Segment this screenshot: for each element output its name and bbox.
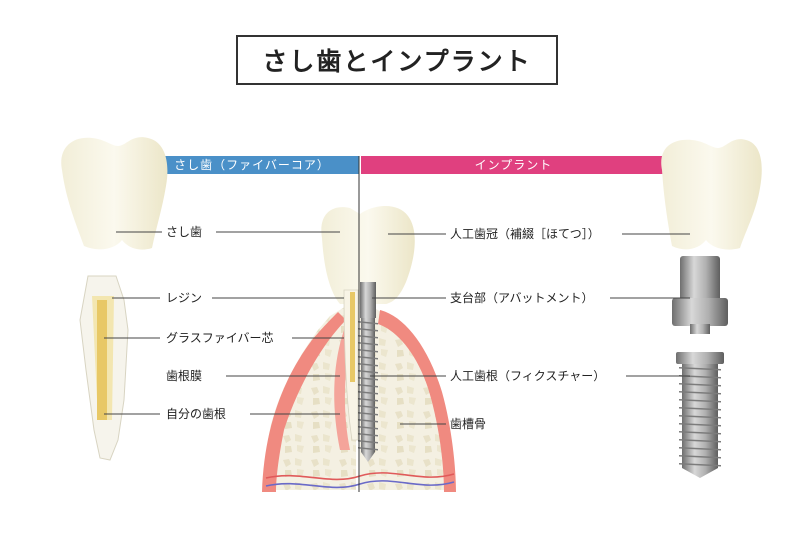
- right-fixture-head: [676, 352, 724, 364]
- section-label-left: さし歯（ファイバーコア）: [174, 158, 330, 172]
- label-periodontal-ligament: 歯根膜: [166, 369, 203, 383]
- bone-area: [266, 300, 356, 490]
- left-section-band: [145, 156, 359, 174]
- bone-area-right: [360, 300, 454, 490]
- gum-inner-left: [334, 330, 352, 450]
- right-abutment-top: [680, 256, 720, 302]
- label-sashiba: さし歯: [166, 225, 203, 239]
- gum-right: [378, 310, 456, 492]
- label-artificial-crown: 人工歯冠（補綴［ほてつ］）: [450, 227, 600, 241]
- gum-left: [262, 312, 346, 492]
- leader-lines: [104, 231, 690, 425]
- section-label-right: インプラント: [474, 158, 553, 172]
- diagram-title: さし歯とインプラント: [236, 35, 558, 85]
- right-crown: [661, 139, 762, 250]
- label-glass-fiber-core: グラスファイバー芯: [166, 331, 274, 345]
- left-fiber-core: [97, 300, 107, 420]
- label-resin: レジン: [166, 291, 203, 305]
- label-own-root: 自分の歯根: [166, 407, 227, 421]
- right-fixture: [679, 364, 721, 478]
- right-abutment-base: [672, 298, 728, 326]
- center-fiber-core: [350, 292, 355, 382]
- nerve-line-red: [265, 472, 455, 481]
- label-fixture: 人工歯根（フィクスチャー）: [450, 369, 606, 383]
- center-abutment: [360, 282, 376, 318]
- center-fixture: [358, 318, 378, 462]
- nerve-line-blue: [265, 480, 455, 489]
- label-abutment: 支台部（アバットメント）: [450, 291, 594, 305]
- center-crown: [321, 206, 415, 304]
- left-crown: [61, 137, 168, 250]
- right-section-band: [361, 156, 666, 174]
- label-alveolar-bone: 歯槽骨: [450, 417, 487, 431]
- right-abutment-neck: [690, 324, 710, 334]
